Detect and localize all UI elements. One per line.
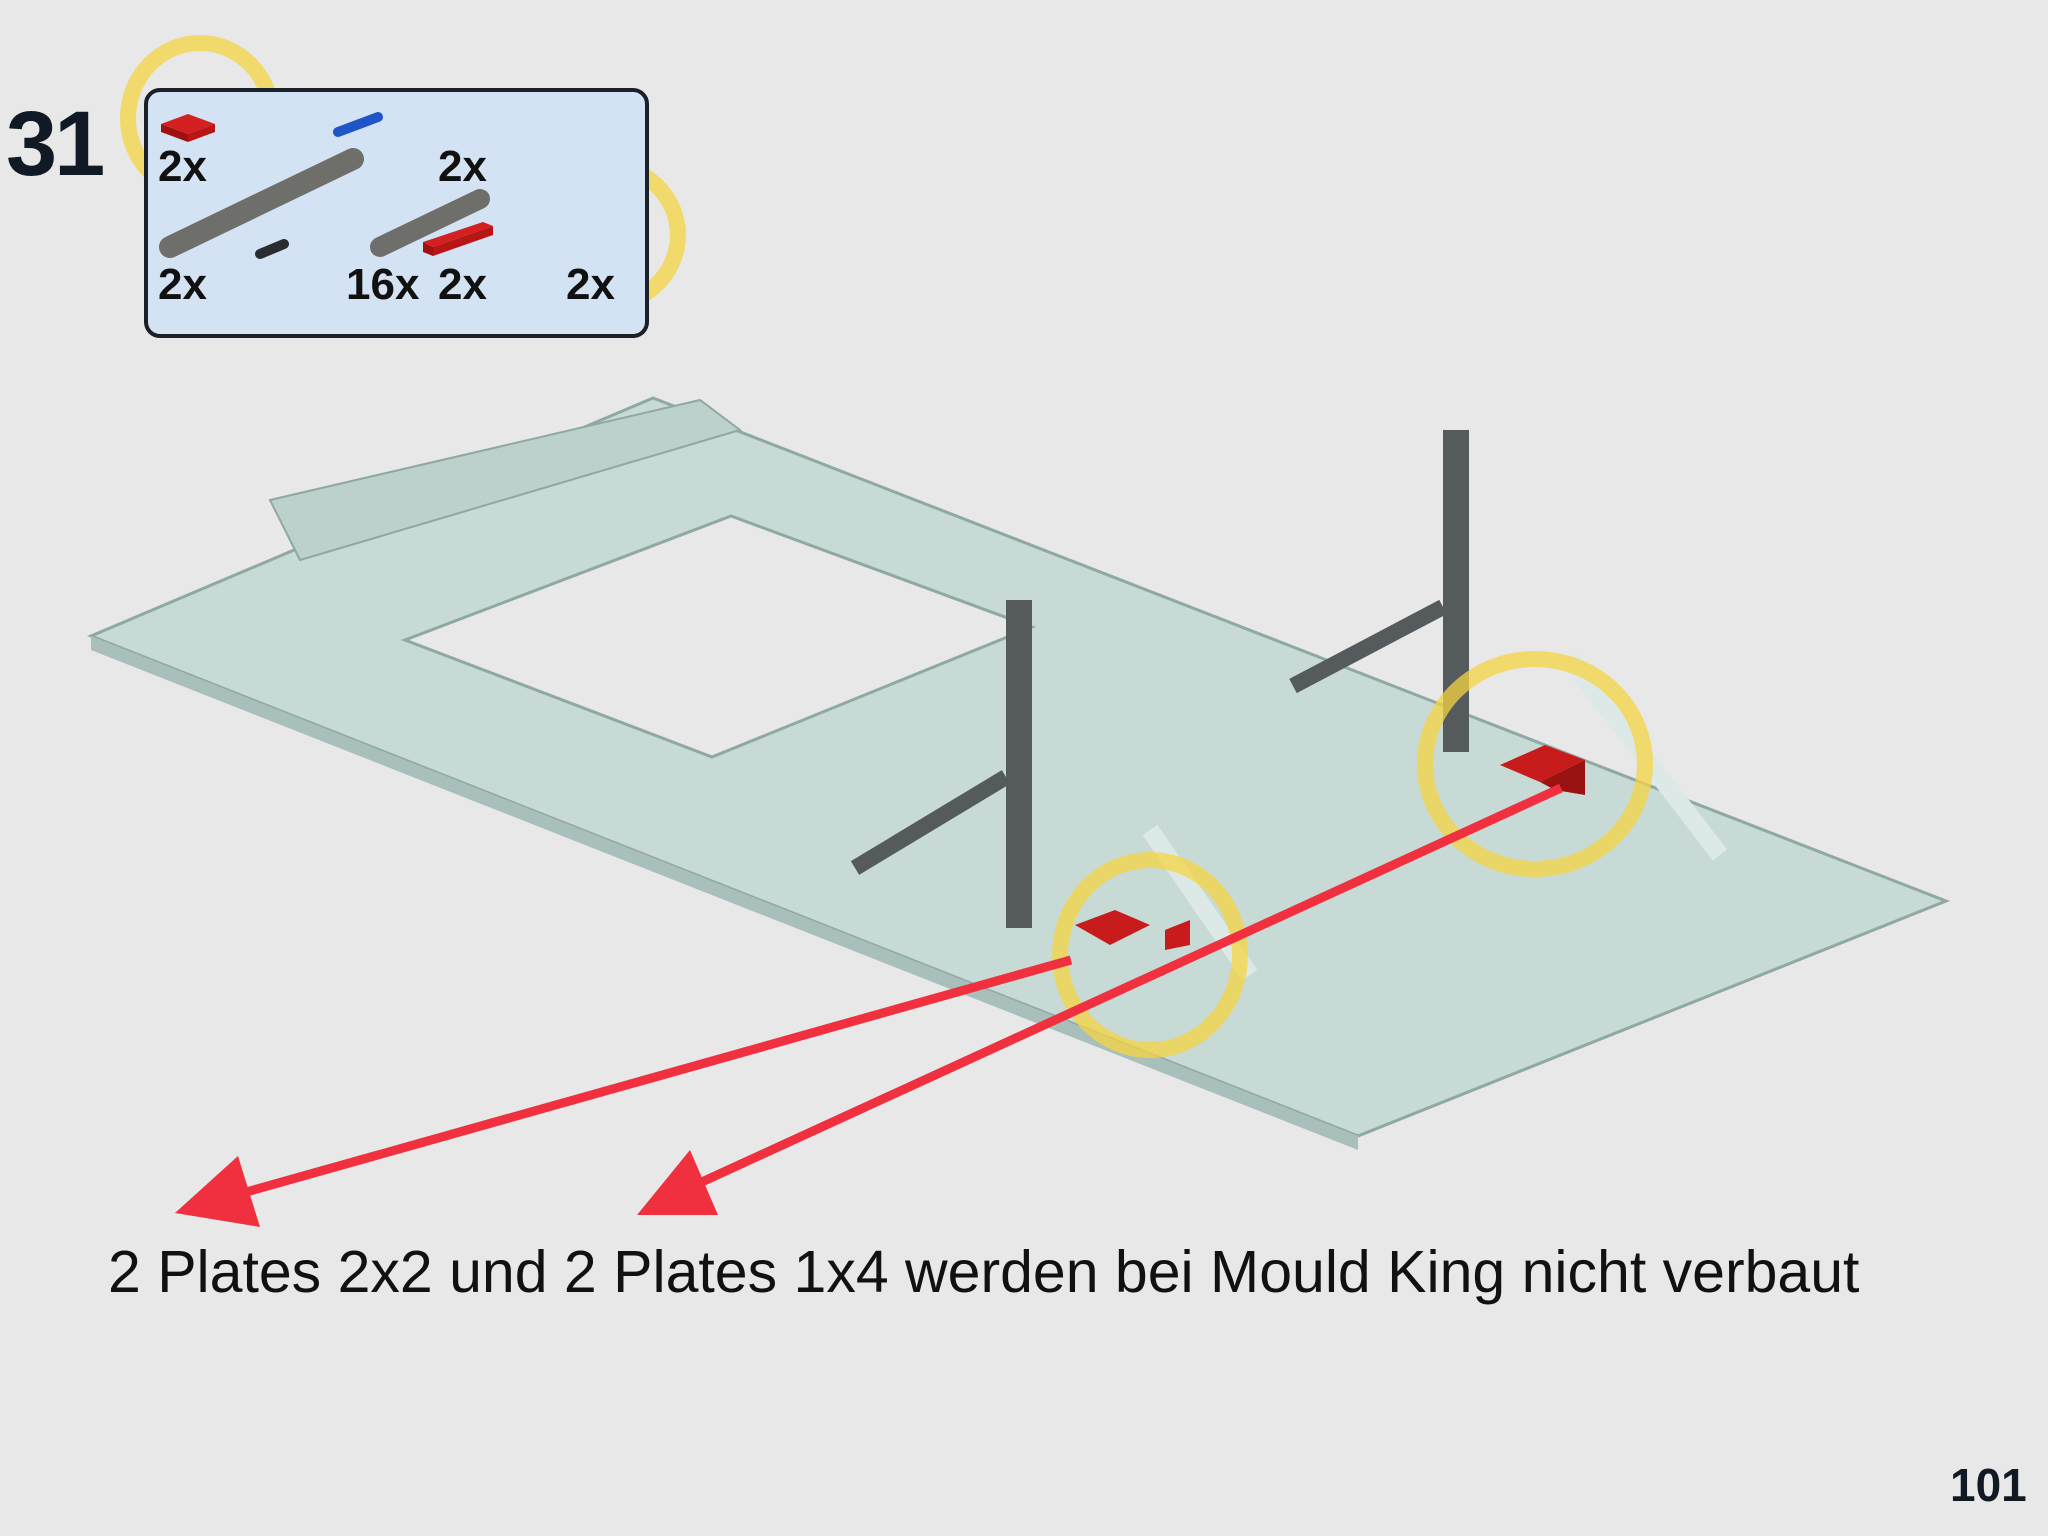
step-number: 31 bbox=[6, 93, 105, 195]
blue-pin-icon bbox=[333, 112, 383, 137]
page-number: 101 bbox=[1950, 1459, 2027, 1511]
parts-icons bbox=[159, 112, 493, 259]
annotation-text: 2 Plates 2x2 und 2 Plates 1x4 werden bei… bbox=[108, 1239, 1860, 1305]
part-qty: 2x bbox=[438, 142, 487, 191]
vertical-beams bbox=[850, 430, 1469, 928]
plate-1x4-icon bbox=[423, 222, 493, 256]
beam-15-icon bbox=[159, 148, 364, 258]
red-plates bbox=[1075, 745, 1585, 950]
black-pin-icon bbox=[255, 239, 289, 259]
part-qty: 2x bbox=[438, 260, 487, 309]
plate-2x2-icon bbox=[161, 114, 215, 142]
beam-7-icon bbox=[370, 189, 490, 257]
parts-list-box: 2x 2x 2x 16x 2x 2x bbox=[144, 88, 649, 338]
part-qty: 2x bbox=[158, 260, 207, 309]
part-qty: 16x bbox=[346, 260, 420, 309]
part-qty: 2x bbox=[566, 260, 615, 309]
callout-arrows bbox=[175, 783, 1563, 1227]
part-qty: 2x bbox=[158, 142, 207, 191]
